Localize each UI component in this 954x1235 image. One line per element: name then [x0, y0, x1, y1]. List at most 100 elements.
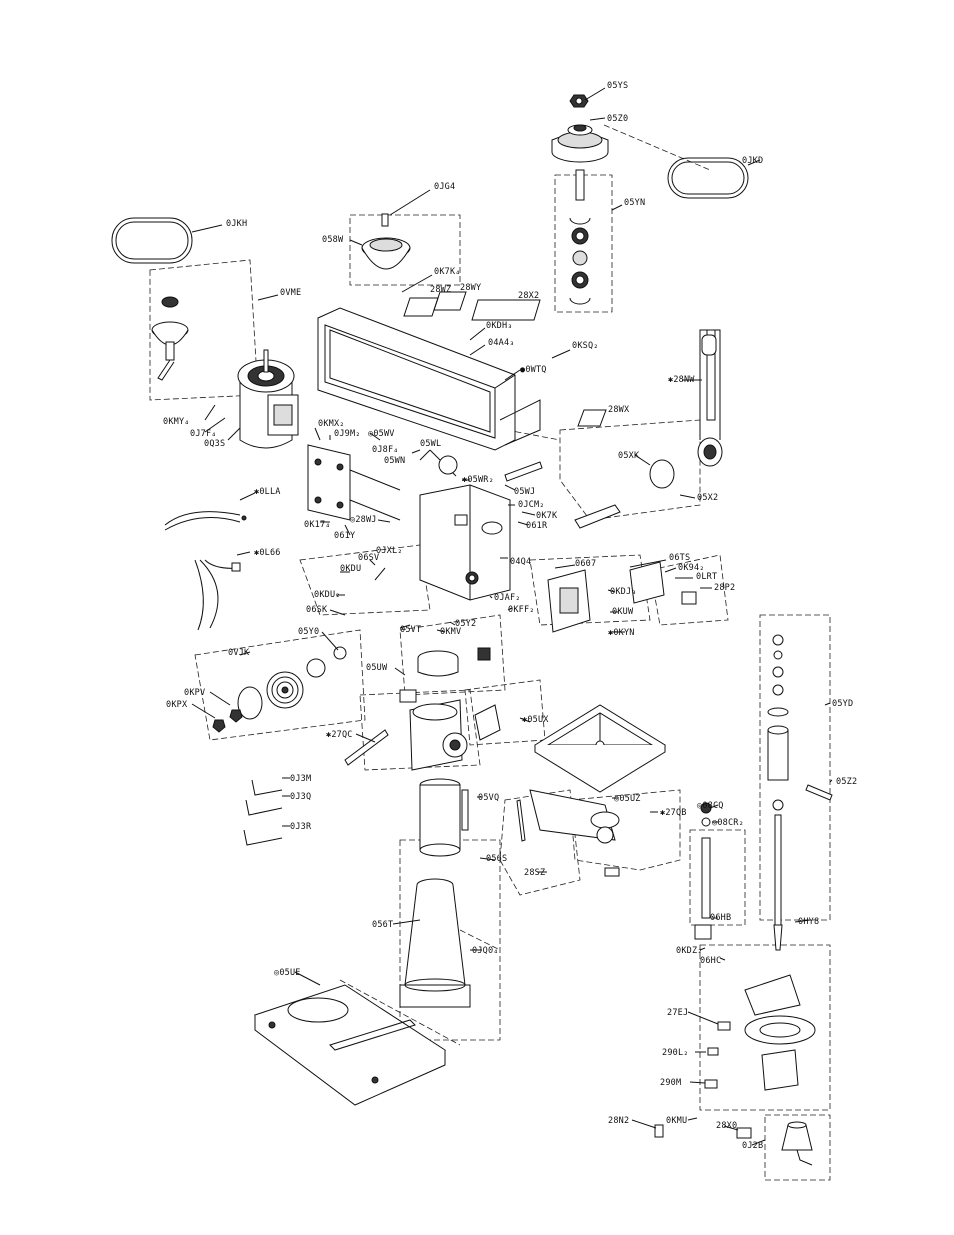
label-0kuw: 0KUW [612, 607, 634, 617]
label-0vjk: 0VJK [228, 648, 250, 658]
label-0wtq: ●0WTQ [520, 365, 547, 375]
label-05wl: 05WL [420, 439, 441, 449]
label-0j7f4: 0J7F₄ [190, 429, 217, 439]
label-06hb: 06HB [710, 913, 731, 923]
label-05yn: 05YN [624, 198, 645, 208]
label-0lrt: 0LRT [696, 572, 717, 582]
label-08cq: ◎08CQ [697, 801, 724, 811]
label-0ksq2: 0KSQ₂ [572, 341, 599, 351]
label-28wy: 28WY [460, 283, 481, 293]
label-290l2: 290L₂ [662, 1048, 689, 1058]
column-collar-05vt [417, 647, 491, 677]
label-05x2: 05X2 [697, 493, 718, 503]
label-27qb: ✱27QB [660, 808, 687, 818]
label-05z2: 05Z2 [836, 777, 857, 787]
label-0jkd: 0JKD [742, 156, 763, 166]
label-05vt: 05VT [400, 625, 421, 635]
depth-rod-06hb [694, 802, 712, 940]
cover-label-plates [403, 291, 607, 427]
label-06ts: 06TS [669, 553, 690, 563]
label-28wz: 28WZ [430, 285, 451, 295]
leader-lines [191, 87, 833, 1146]
label-05wn: 05WN [384, 456, 405, 466]
label-05wr: ✱05WR₂ [462, 475, 494, 485]
quill-assembly-05yd [767, 634, 833, 951]
label-0j2b: 0J2B [742, 1141, 763, 1151]
label-28wj: ◎28WJ [350, 515, 377, 525]
label-0k174: 0K17₄ [304, 520, 331, 530]
label-0kdu: 0KDU [340, 564, 361, 574]
label-0k7k: 0K7K [536, 511, 558, 521]
idler-pulley-058w [361, 213, 411, 270]
label-28nw: ✱28NW [668, 375, 695, 385]
label-05z0: 05Z0 [607, 114, 628, 124]
label-061r: 061R [526, 521, 548, 531]
belt-guard-cover [317, 307, 541, 451]
label-0jq04: 0JQ0₄ [472, 946, 499, 956]
label-05yd: 05YD [832, 699, 853, 709]
belt-0jkh [111, 217, 193, 264]
pinion-shaft-05x2 [574, 329, 723, 529]
label-0j3r: 0J3R [290, 822, 312, 832]
label-05y2: 05Y2 [455, 619, 476, 629]
label-0jkh: 0JKH [226, 219, 247, 229]
motor-0q3s [237, 349, 299, 449]
label-0kyn: ✱0KYN [608, 628, 635, 638]
label-056s: 056S [486, 854, 507, 864]
label-0j8f4: 0J8F₄ [372, 445, 399, 455]
label-06sk: 06SK [306, 605, 328, 615]
label-06sv: 06SV [358, 553, 379, 563]
label-0j3m: 0J3M [290, 774, 311, 784]
label-0l66: ✱0L66 [254, 548, 281, 558]
label-056t: 056T [372, 920, 393, 930]
label-0kmx2: 0KMX₂ [318, 419, 345, 429]
label-0j9m2: 0J9M₂ [334, 429, 361, 439]
chuck-0j2b [654, 1121, 813, 1166]
label-05wj: 05WJ [514, 487, 535, 497]
table-arm-28sz [516, 789, 620, 877]
label-0k7k4: 0K7K₄ [434, 267, 461, 277]
label-0kdj3: 0KDJ₃ [610, 587, 637, 597]
motor-pulley-0vme [151, 296, 189, 381]
label-04q4: 04Q4 [510, 557, 531, 567]
label-27qc: ✱27QC [326, 730, 353, 740]
label-28x0: 28X0 [716, 1121, 737, 1131]
label-28sz: 28SZ [524, 868, 545, 878]
wiring-harness [164, 511, 247, 631]
label-0lla: ✱0LLA [254, 487, 281, 497]
label-0jxl2: 0JXL₂ [376, 546, 403, 556]
label-05ys: 05YS [607, 81, 628, 91]
label-05ue: ◎05UE [274, 968, 301, 978]
label-05ux: ✱05UX [522, 715, 549, 725]
label-05uw: 05UW [366, 663, 388, 673]
motor-mount-bracket [307, 444, 401, 521]
label-058w: 058W [322, 235, 344, 245]
chuck-guard-27ej [704, 974, 816, 1091]
table-bracket-05uw [344, 689, 468, 771]
label-06hc: 06HC [700, 956, 721, 966]
label-0kmy4: 0KMY₄ [163, 417, 190, 427]
label-0kmu: 0KMU [666, 1116, 687, 1126]
label-0kpx: 0KPX [166, 700, 188, 710]
switch-box-0607 [547, 561, 697, 633]
feed-shaft-05wj [429, 449, 543, 482]
label-0jaf2: 0JAF₂ [494, 593, 521, 603]
label-0kmv: 0KMV [440, 627, 461, 637]
label-0k942: 0K94₂ [678, 563, 705, 573]
label-05vq: 05VQ [478, 793, 499, 803]
label-05wv: ◎05WV [368, 429, 395, 439]
column-056s [419, 778, 469, 857]
label-28n2: 28N2 [608, 1116, 629, 1126]
label-27ej: 27EJ [667, 1008, 688, 1018]
label-28p2: 28P2 [714, 583, 735, 593]
label-08cr2: ◎08CR₂ [712, 818, 744, 828]
label-28wx: 28WX [608, 405, 630, 415]
label-0vme: 0VME [280, 288, 301, 298]
hex-keys [243, 779, 283, 846]
return-spring-0vjk [212, 646, 347, 733]
spindle-shaft-stack-05yn [569, 169, 591, 305]
belt-0jkd [667, 157, 749, 199]
label-0kdu2: 0KDU₂ [314, 590, 341, 600]
label-0607: 0607 [575, 559, 596, 569]
